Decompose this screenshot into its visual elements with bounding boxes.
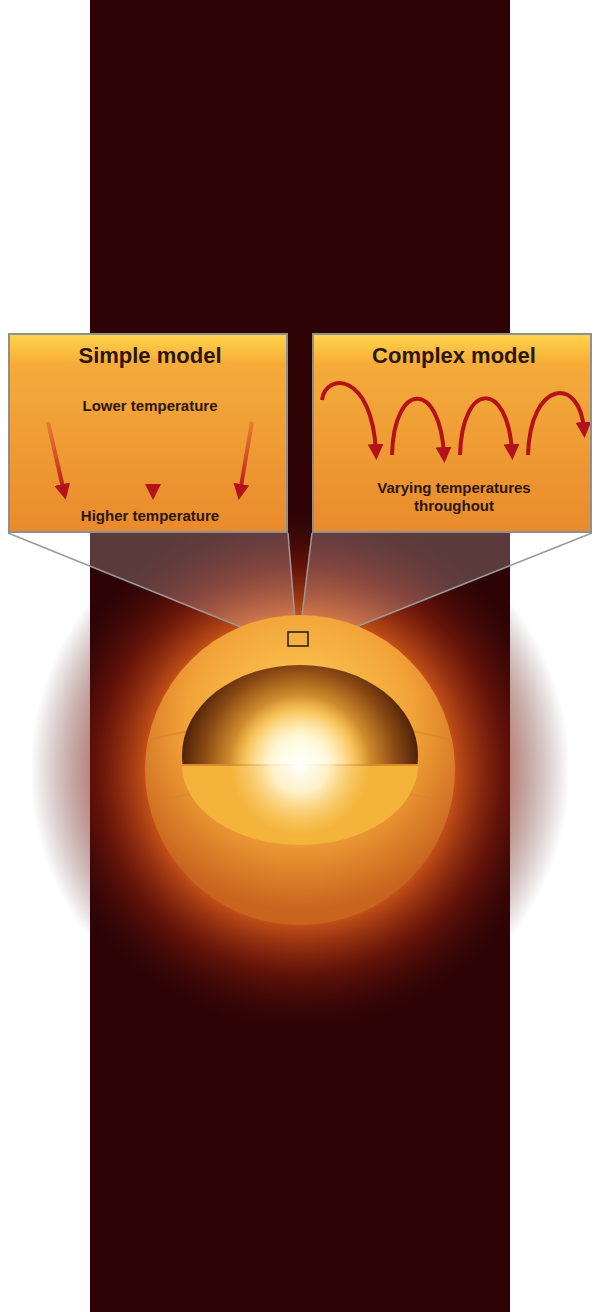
convection-arrow (322, 383, 376, 452)
inset-title: Simple model (20, 343, 280, 369)
model-inset-box: Complex modelVarying temperatures throug… (312, 333, 592, 533)
sun-core (230, 695, 370, 835)
convection-arrow (460, 398, 512, 455)
inset-background (312, 333, 592, 533)
inset-background (8, 333, 288, 533)
model-inset-box: Simple modelLower temperatureHigher temp… (8, 333, 288, 533)
solar-glow (30, 500, 570, 1040)
convection-arrow (528, 393, 584, 455)
heat-arrow (151, 422, 155, 492)
temperature-label: Higher temperature (20, 507, 280, 525)
temperature-label: Varying temperatures throughout (344, 479, 564, 515)
convection-arrow (392, 399, 444, 455)
heat-arrow (240, 422, 252, 492)
sun-interior (182, 665, 418, 845)
temperature-label: Lower temperature (20, 397, 280, 415)
heat-arrow (48, 422, 64, 492)
zoom-marker (288, 632, 308, 646)
sun-sphere (145, 615, 455, 925)
inset-title: Complex model (324, 343, 584, 369)
